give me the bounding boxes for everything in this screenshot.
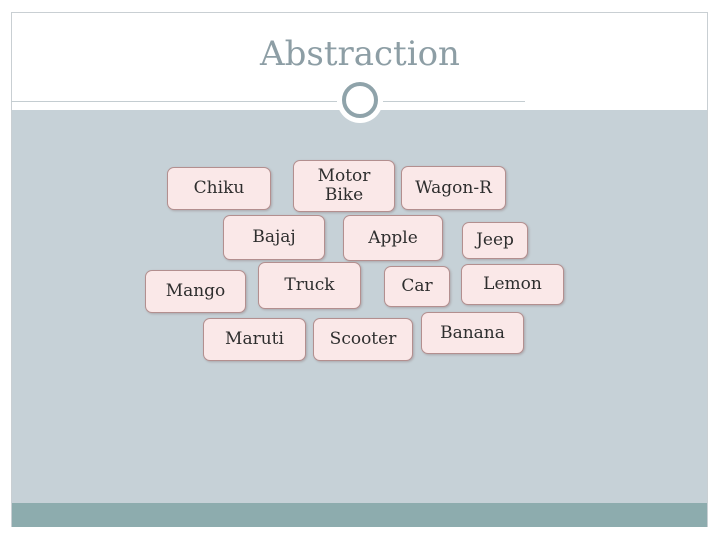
slide-title: Abstraction — [260, 34, 460, 74]
title-rule-left — [11, 101, 337, 102]
word-box-mango: Mango — [145, 270, 246, 313]
word-box-car: Car — [384, 266, 450, 307]
word-box-apple: Apple — [343, 215, 443, 261]
title-rule-right — [383, 101, 525, 102]
word-box-scooter: Scooter — [313, 318, 413, 361]
word-box-maruti: Maruti — [203, 318, 306, 361]
circle-ring-icon — [337, 77, 383, 123]
word-box-banana: Banana — [421, 312, 524, 354]
word-box-wagon-r: Wagon-R — [401, 166, 506, 210]
footer-bar — [12, 503, 707, 527]
word-box-chiku: Chiku — [167, 167, 271, 210]
word-box-motor-bike: Motor Bike — [293, 160, 395, 212]
word-box-bajaj: Bajaj — [223, 215, 325, 260]
word-box-jeep: Jeep — [462, 222, 528, 259]
word-box-truck: Truck — [258, 262, 361, 309]
word-box-lemon: Lemon — [461, 264, 564, 305]
